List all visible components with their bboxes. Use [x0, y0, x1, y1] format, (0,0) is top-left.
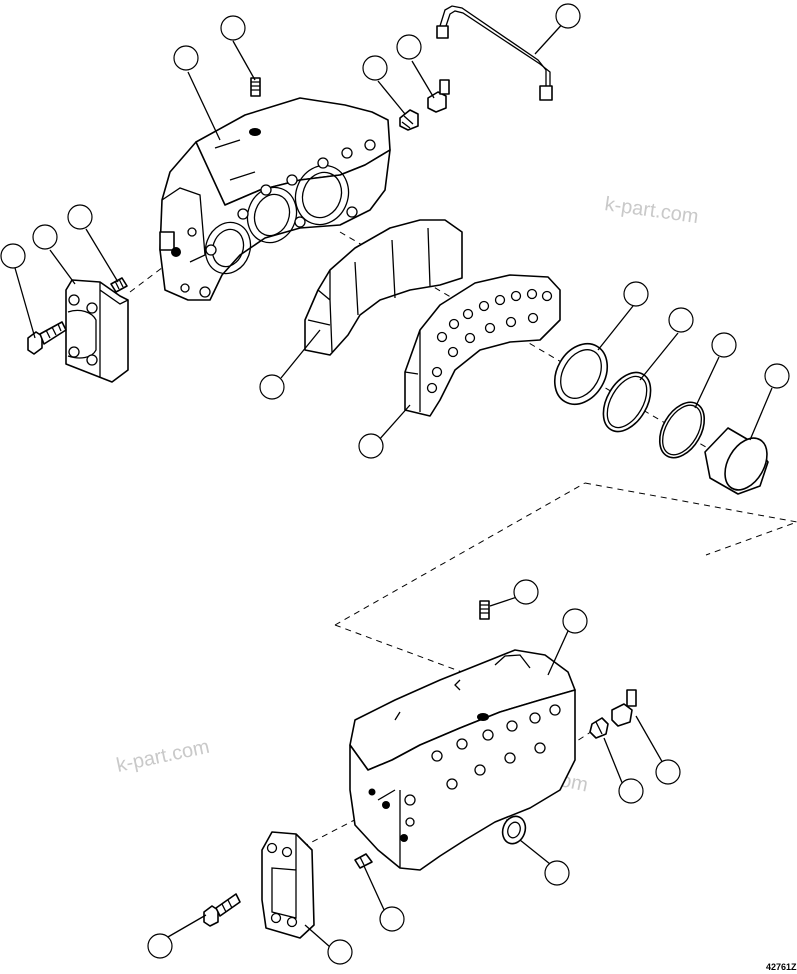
drawing-code: 42761Z [766, 962, 797, 972]
callout-circle [668, 307, 694, 333]
callout-circle [618, 778, 644, 804]
callout-markers [0, 3, 790, 965]
mounting-plate-bottom [261, 831, 315, 939]
brake-pad [304, 219, 463, 356]
callout-circle [555, 3, 581, 29]
bleeder-screw-bottom [479, 600, 490, 620]
adapter-fitting-bottom [589, 717, 609, 739]
bleeder-screw-top [250, 77, 261, 97]
callout-circle [513, 579, 539, 605]
callout-circle [379, 906, 405, 932]
callout-circle [711, 332, 737, 358]
caliper-housing-top [159, 97, 391, 301]
bolt-top [27, 321, 67, 355]
seal-ring [602, 371, 652, 433]
watermark-text: k-part.com [114, 736, 211, 777]
callout-circle [623, 281, 649, 307]
callout-circle [544, 860, 570, 886]
callout-circle [259, 374, 285, 400]
adapter-fitting-top [399, 109, 419, 131]
backing-plate [404, 274, 561, 417]
callout-circle [562, 608, 588, 634]
bushing-bottom [501, 815, 527, 845]
callout-circle [173, 45, 199, 71]
callout-circle [655, 759, 681, 785]
callout-circle [220, 15, 246, 41]
callout-circle [67, 204, 93, 230]
small-screw-top [110, 277, 128, 293]
callout-circle [0, 243, 26, 269]
callout-circle [147, 933, 173, 959]
caliper-housing-bottom [349, 649, 576, 871]
callout-circle [358, 433, 384, 459]
callout-circle [32, 224, 58, 250]
o-ring [658, 401, 706, 459]
bolt-bottom [203, 893, 241, 927]
elbow-fitting-bottom [611, 689, 637, 727]
callout-circle [327, 939, 353, 965]
callout-circle [362, 55, 388, 81]
brake-tube [436, 5, 553, 101]
watermark-text: k-part.com [603, 193, 700, 228]
dust-seal [553, 343, 609, 405]
elbow-fitting-top [427, 79, 450, 113]
small-screw-bottom [354, 853, 373, 869]
callout-circle [764, 363, 790, 389]
callout-circle [396, 34, 422, 60]
mounting-plate-top [65, 279, 129, 383]
piston [704, 427, 769, 495]
